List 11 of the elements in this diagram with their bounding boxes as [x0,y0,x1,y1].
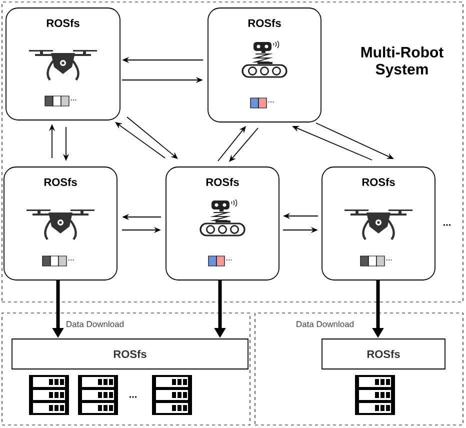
arrow [218,126,246,162]
system-title: Multi-Robot System [361,46,444,78]
storage-bar: ROSfs [322,338,446,370]
group-heading: Data Download [296,320,354,328]
ellipsis: ... [130,396,136,398]
arrow [126,116,178,159]
ellipsis: ... [444,224,450,226]
storage-bar: ROSfs [12,338,248,370]
arrow [115,122,166,158]
arrow [229,128,258,162]
group-heading: Data Download [66,320,124,328]
